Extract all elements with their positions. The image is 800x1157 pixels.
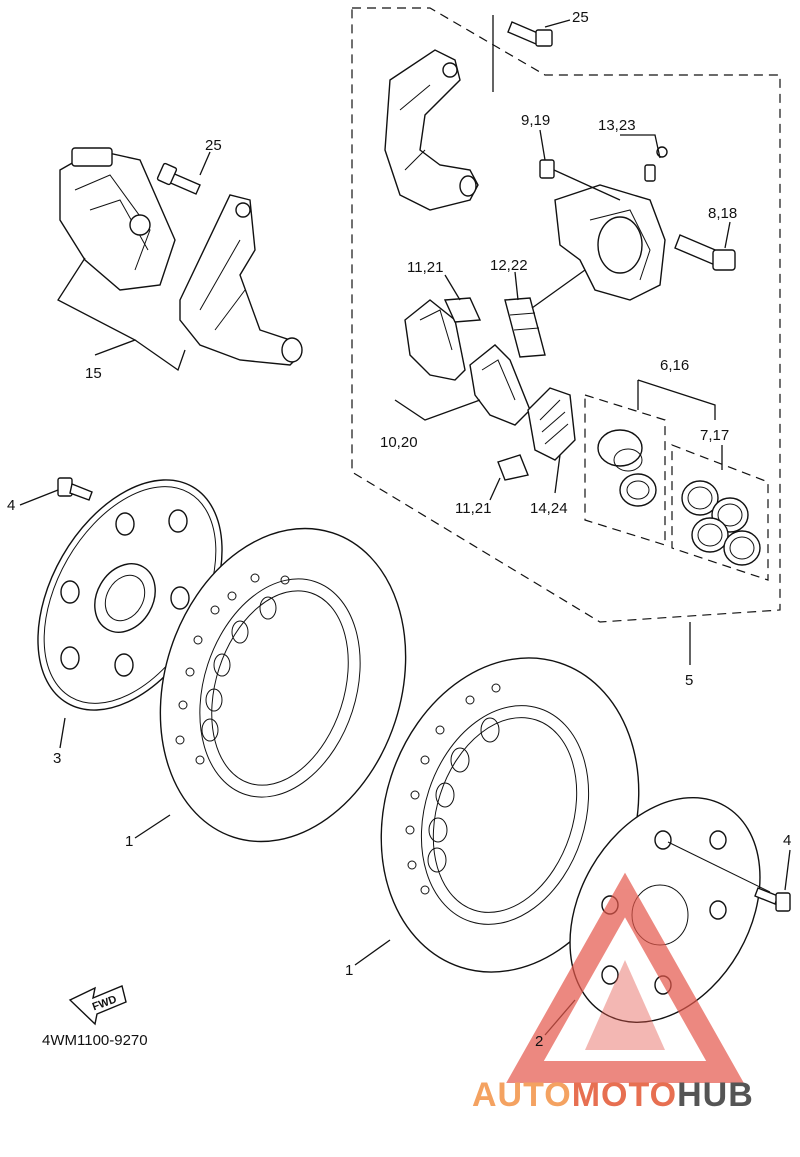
rotor-upper bbox=[159, 527, 407, 843]
pad-clip-lower bbox=[497, 454, 529, 481]
callout-7-17: 7,17 bbox=[700, 427, 729, 444]
callout-10-20: 10,20 bbox=[380, 434, 418, 451]
callout-12-22: 12,22 bbox=[490, 257, 528, 274]
left-caliper bbox=[59, 147, 176, 291]
callout-3: 3 bbox=[53, 750, 61, 767]
callout-25-left: 25 bbox=[205, 137, 222, 154]
rotor-lower bbox=[380, 657, 640, 973]
left-caliper-bracket bbox=[179, 194, 303, 366]
caliper-assembly-outline bbox=[351, 7, 781, 623]
watermark-hub: HUB bbox=[677, 1076, 754, 1114]
callout-6-16: 6,16 bbox=[660, 357, 689, 374]
callout-11-21-upper: 11,21 bbox=[407, 259, 443, 276]
watermark-auto: AUTO bbox=[472, 1076, 572, 1114]
callout-8-18: 8,18 bbox=[708, 205, 737, 222]
seal-box bbox=[671, 444, 769, 581]
callout-5: 5 bbox=[685, 672, 693, 689]
callout-9-19: 9,19 bbox=[521, 112, 550, 129]
pad-shim bbox=[527, 387, 576, 461]
callout-11-21-lower: 11,21 bbox=[455, 500, 491, 517]
callout-25-right: 25 bbox=[572, 9, 589, 26]
piston-seals bbox=[681, 480, 761, 566]
diagram-code: 4WM1100-9270 bbox=[42, 1032, 148, 1049]
caliper-pin-bolt bbox=[674, 234, 736, 271]
pistons bbox=[597, 429, 657, 507]
callout-15: 15 bbox=[85, 365, 102, 382]
fwd-arrow-icon: FWD bbox=[68, 985, 127, 1026]
right-bolt-4 bbox=[754, 887, 791, 912]
callout-13-23: 13,23 bbox=[598, 117, 636, 134]
left-bolt-4 bbox=[57, 477, 93, 501]
right-caliper-body bbox=[554, 184, 666, 301]
callout-1-lower: 1 bbox=[345, 962, 353, 979]
right-bolt-25 bbox=[507, 21, 553, 47]
callout-4-right: 4 bbox=[783, 832, 791, 849]
bleed-valve bbox=[539, 159, 621, 201]
left-bolt-25 bbox=[156, 162, 201, 195]
pad-clip-upper bbox=[443, 297, 482, 323]
piston-box bbox=[584, 394, 666, 546]
watermark-text: AUTOMOTOHUB bbox=[472, 1076, 754, 1114]
watermark-moto: MOTO bbox=[572, 1076, 677, 1114]
callout-14-24: 14,24 bbox=[530, 500, 568, 517]
brake-pad-front bbox=[404, 299, 466, 381]
brake-pad-rear bbox=[469, 344, 531, 426]
pad-spring bbox=[504, 297, 546, 358]
callout-4-left: 4 bbox=[7, 497, 15, 514]
right-caliper-bracket bbox=[384, 49, 479, 211]
callout-2: 2 bbox=[535, 1033, 543, 1050]
watermark-triangle-icon bbox=[506, 872, 744, 1083]
bleed-screw-cap bbox=[644, 146, 668, 182]
callout-1-upper: 1 bbox=[125, 833, 133, 850]
